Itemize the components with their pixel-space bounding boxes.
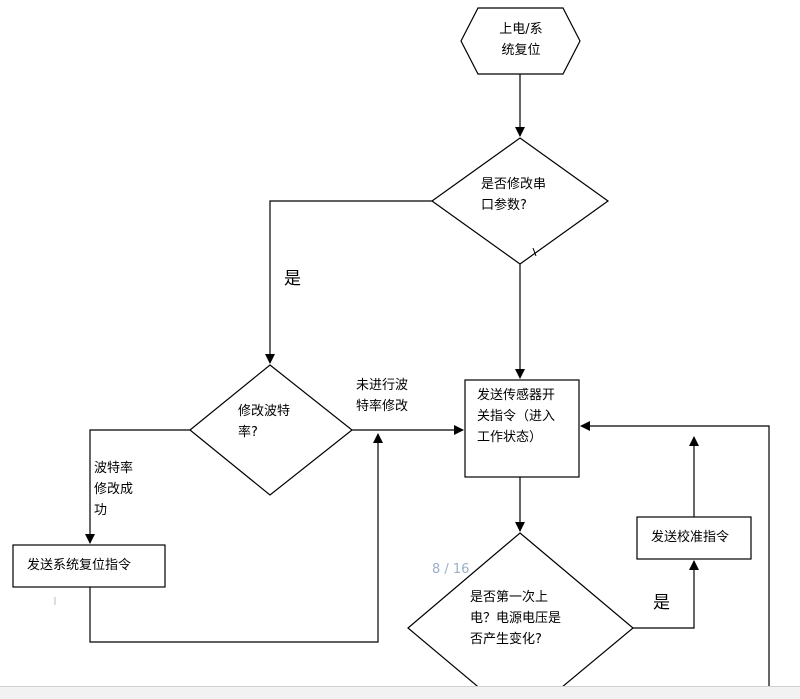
- baud-success-line-1: 波特率: [94, 461, 134, 476]
- send-system-reset-line-1: 发送系统复位指令: [27, 558, 132, 573]
- send-sensor-switch-label: 发送传感器开 关指令（进入 工作状态）: [477, 385, 555, 448]
- bottom-strip: [0, 686, 800, 699]
- edge-label-yes-left: 是: [284, 269, 301, 289]
- not-modified-line-2: 特率修改: [356, 399, 409, 414]
- modify-baud-decision: [189, 364, 353, 496]
- modify-serial-line-2: 口参数?: [481, 198, 527, 213]
- page-indicator: 8 / 16: [432, 562, 470, 577]
- modify-baud-line-1: 修改波特: [238, 404, 291, 419]
- edge-label-yes-right: 是: [653, 593, 670, 613]
- stray-tick-mark: [532, 247, 537, 257]
- power-reset-line-2: 统复位: [501, 43, 541, 58]
- power-reset-hexagon: [460, 7, 581, 75]
- send-calibrate-line-1: 发送校准指令: [651, 530, 730, 545]
- send-system-reset-box: [12, 544, 166, 588]
- first-power-line-3: 否产生变化?: [470, 632, 542, 647]
- send-sensor-switch-line-2: 关指令（进入: [477, 409, 556, 424]
- baud-success-line-2: 修改成: [94, 482, 134, 497]
- edge-reset-cmd-return: [89, 433, 383, 643]
- send-calibrate-label: 发送校准指令: [651, 527, 729, 548]
- send-calibrate-box: [636, 516, 752, 560]
- first-power-line-1: 是否第一次上: [470, 590, 549, 605]
- edge-first-power-yes-to-calibrate: [633, 560, 699, 629]
- send-sensor-switch-line-1: 发送传感器开: [477, 388, 556, 403]
- modify-serial-line-1: 是否修改串: [481, 177, 547, 192]
- first-power-label: 是否第一次上 电？电源电压是 否产生变化?: [470, 587, 561, 650]
- send-sensor-switch-box: [464, 379, 580, 478]
- send-sensor-switch-line-3: 工作状态）: [477, 430, 543, 445]
- edge-label-not-modified: 未进行波 特率修改: [356, 375, 408, 417]
- first-power-line-2: 电？电源电压是: [470, 611, 562, 626]
- modify-serial-label: 是否修改串 口参数?: [481, 174, 546, 216]
- not-modified-line-1: 未进行波: [356, 378, 409, 393]
- send-system-reset-label: 发送系统复位指令: [27, 555, 131, 576]
- modify-baud-label: 修改波特 率?: [238, 401, 290, 443]
- edge-baud-success-to-reset: [85, 429, 190, 544]
- power-reset-label: 上电/系 统复位: [478, 19, 564, 61]
- edge-label-baud-success: 波特率 修改成 功: [94, 458, 133, 521]
- edge-serial-yes-to-baud: [265, 200, 432, 364]
- modify-baud-line-2: 率?: [238, 425, 258, 440]
- first-power-decision: [407, 532, 634, 698]
- power-reset-line-1: 上电/系: [499, 22, 543, 37]
- edge-loop-return-to-sensor: [580, 421, 770, 698]
- baud-success-line-3: 功: [94, 503, 108, 518]
